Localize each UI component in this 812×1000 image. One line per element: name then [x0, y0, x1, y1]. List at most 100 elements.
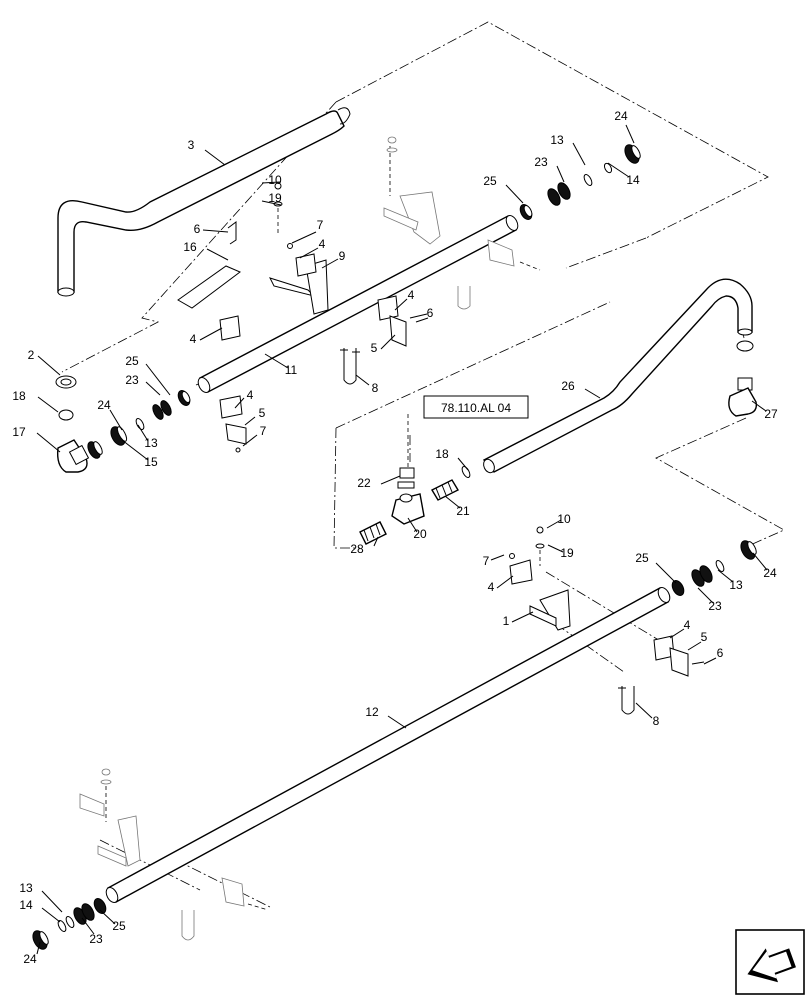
- callout-leader: [751, 400, 767, 412]
- callout-leader: [380, 334, 396, 350]
- callout-leader: [444, 495, 461, 509]
- callout-c4e[interactable]: 4: [488, 580, 495, 594]
- callout-leader: [547, 544, 564, 553]
- callout-c4f[interactable]: 4: [684, 618, 691, 632]
- callout-c27[interactable]: 27: [764, 407, 778, 421]
- callout-c24d[interactable]: 24: [23, 952, 37, 966]
- callout-c13c[interactable]: 13: [729, 578, 743, 592]
- callout-leader: [121, 439, 149, 461]
- callout-leader: [752, 552, 768, 571]
- fittings-lower-left: [32, 898, 107, 950]
- callout-c24a[interactable]: 24: [97, 398, 111, 412]
- callout-c2[interactable]: 2: [28, 348, 35, 362]
- callout-leader: [261, 181, 281, 184]
- callout-leader: [81, 917, 95, 935]
- callout-leader: [511, 611, 534, 623]
- callout-c18a[interactable]: 18: [12, 389, 26, 403]
- callout-c3[interactable]: 3: [188, 138, 195, 152]
- callout-c6b[interactable]: 6: [427, 306, 434, 320]
- callout-c7c[interactable]: 7: [483, 554, 490, 568]
- callout-c25d[interactable]: 25: [112, 919, 126, 933]
- callout-leader: [505, 184, 524, 204]
- callout-c16[interactable]: 16: [183, 240, 197, 254]
- callout-leader: [41, 890, 63, 913]
- next-page-arrow-icon[interactable]: [735, 929, 805, 995]
- callout-leader: [556, 165, 565, 183]
- reference-box[interactable]: 78.110.AL 04: [423, 395, 529, 419]
- callout-leader: [607, 162, 630, 178]
- pipe-12: [105, 587, 671, 903]
- callout-c6a[interactable]: 6: [194, 222, 201, 236]
- hidden-bracket-upper-right: [383, 136, 541, 271]
- callout-c8a[interactable]: 8: [372, 381, 379, 395]
- callout-leader: [199, 327, 223, 341]
- callout-c25c[interactable]: 25: [635, 551, 649, 565]
- callout-c4d[interactable]: 4: [247, 388, 254, 402]
- callout-c23a[interactable]: 23: [125, 373, 139, 387]
- elbow-27: [728, 340, 758, 417]
- callout-c21[interactable]: 21: [456, 504, 470, 518]
- callout-c1[interactable]: 1: [503, 614, 510, 628]
- callout-leader: [242, 434, 258, 447]
- callout-c19b[interactable]: 19: [560, 546, 574, 560]
- callout-c18b[interactable]: 18: [435, 447, 449, 461]
- callout-c11[interactable]: 11: [285, 363, 298, 377]
- callout-c25b[interactable]: 25: [483, 174, 497, 188]
- callout-leader: [202, 229, 229, 233]
- callout-c23b[interactable]: 23: [534, 155, 548, 169]
- callout-c23d[interactable]: 23: [89, 932, 103, 946]
- callout-leader: [496, 575, 514, 589]
- callout-c5c[interactable]: 5: [701, 630, 708, 644]
- callout-leader: [264, 353, 289, 369]
- callout-c5a[interactable]: 5: [371, 341, 378, 355]
- callout-c12[interactable]: 12: [365, 705, 379, 719]
- callout-c19a[interactable]: 19: [268, 191, 282, 205]
- callout-c24b[interactable]: 24: [614, 109, 628, 123]
- callout-c20[interactable]: 20: [413, 527, 427, 541]
- callout-c15[interactable]: 15: [144, 455, 158, 469]
- callout-leader: [36, 941, 41, 955]
- callout-leader: [625, 124, 635, 144]
- callout-leader: [37, 355, 61, 376]
- callout-leader: [234, 397, 245, 409]
- callout-leader: [717, 569, 734, 583]
- callout-c7b[interactable]: 7: [260, 424, 267, 438]
- callout-c23c[interactable]: 23: [708, 599, 722, 613]
- callout-leader: [409, 313, 428, 319]
- callout-leader: [261, 200, 282, 206]
- callout-c5b[interactable]: 5: [259, 406, 266, 420]
- hidden-bracket-lower-left: [79, 768, 269, 941]
- callout-c4c[interactable]: 4: [190, 332, 197, 346]
- reference-box-label: 78.110.AL 04: [441, 401, 511, 415]
- callout-leader: [291, 231, 317, 244]
- callout-c26[interactable]: 26: [561, 379, 575, 393]
- callout-c9[interactable]: 9: [339, 249, 346, 263]
- callout-c8b[interactable]: 8: [653, 714, 660, 728]
- callout-c7a[interactable]: 7: [317, 218, 324, 232]
- callout-c10a[interactable]: 10: [268, 173, 282, 187]
- callout-c14b[interactable]: 14: [19, 898, 33, 912]
- callout-c6c[interactable]: 6: [717, 646, 724, 660]
- callout-c25a[interactable]: 25: [125, 354, 139, 368]
- callout-c24c[interactable]: 24: [763, 566, 777, 580]
- callout-leader: [584, 388, 601, 399]
- callout-c4a[interactable]: 4: [319, 237, 326, 251]
- callout-leader: [380, 475, 401, 485]
- callout-c10b[interactable]: 10: [557, 512, 571, 526]
- callout-c13a[interactable]: 13: [144, 436, 158, 450]
- callout-c13b[interactable]: 13: [550, 133, 564, 147]
- callout-c4b[interactable]: 4: [408, 288, 415, 302]
- callout-c13d[interactable]: 13: [19, 881, 33, 895]
- callout-leader: [635, 702, 653, 719]
- ubolt-8-upper: [340, 286, 471, 385]
- callout-leader: [137, 424, 149, 442]
- callout-leader: [703, 657, 717, 665]
- callout-leader: [321, 258, 339, 269]
- callout-leader: [299, 247, 319, 259]
- callout-c22[interactable]: 22: [357, 476, 371, 490]
- fittings-upper-right: [519, 144, 641, 220]
- callout-c28[interactable]: 28: [350, 542, 364, 556]
- callout-c17[interactable]: 17: [12, 425, 26, 439]
- callout-c14a[interactable]: 14: [626, 173, 640, 187]
